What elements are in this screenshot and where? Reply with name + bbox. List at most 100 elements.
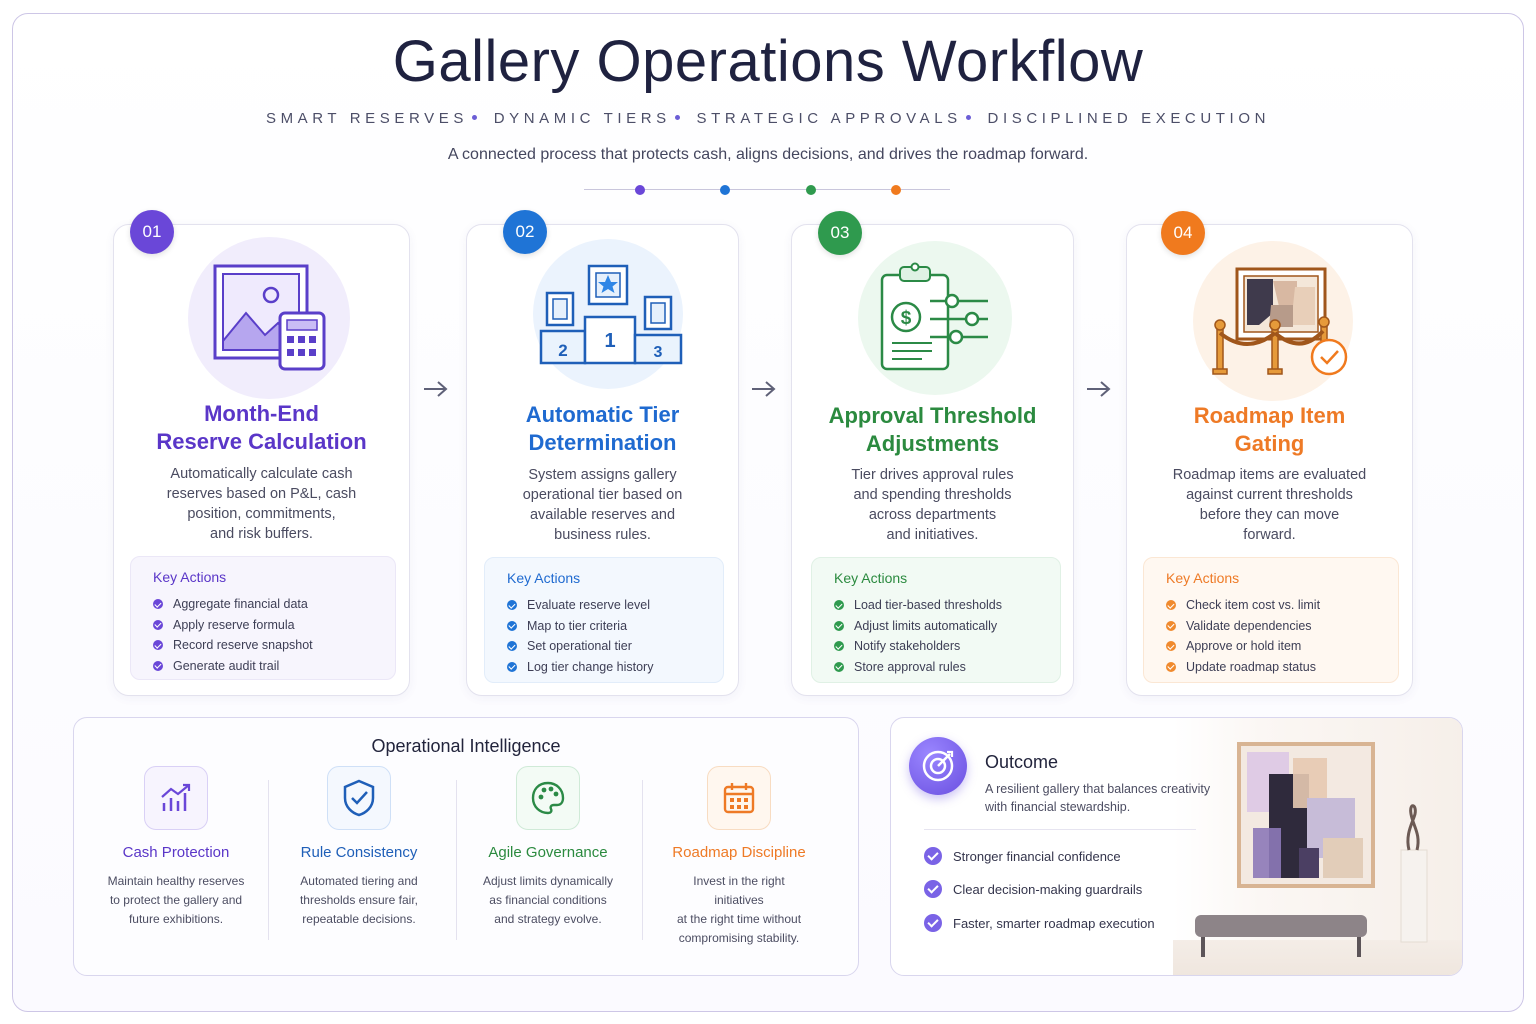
step-number-badge: 02 <box>503 210 547 254</box>
key-actions-panel: Key Actions Aggregate financial data App… <box>130 556 396 680</box>
page-title: Gallery Operations Workflow <box>392 29 1144 94</box>
intel-item-name: Cash Protection <box>122 844 230 861</box>
decorative-dot-line <box>584 182 950 198</box>
gated-artwork-icon <box>1212 267 1348 376</box>
subtitle-part: DYNAMIC TIERS <box>493 110 671 127</box>
check-icon <box>153 660 163 671</box>
action-item: Check item cost vs. limit <box>1166 595 1398 616</box>
intel-item-name: Roadmap Discipline <box>672 844 806 861</box>
check-icon <box>1166 600 1176 611</box>
outcome-description: A resilient gallery that balances creati… <box>985 782 1211 814</box>
action-item: Load tier-based thresholds <box>834 595 1060 616</box>
separator-dot <box>471 115 477 121</box>
action-item: Store approval rules <box>834 657 1060 678</box>
palette-icon <box>516 766 580 830</box>
outcome-panel <box>890 717 1463 976</box>
key-actions-panel: Key Actions Evaluate reserve level Map t… <box>484 557 724 683</box>
action-item: Evaluate reserve level <box>507 595 723 616</box>
target-icon <box>909 737 967 795</box>
action-item: Approve or hold item <box>1166 636 1398 657</box>
check-circle-icon <box>924 847 942 865</box>
arrow-right-icon <box>424 381 448 397</box>
orange-dot <box>891 185 901 195</box>
check-icon <box>834 661 844 672</box>
green-dot <box>806 185 816 195</box>
clipboard-sliders-icon: $ <box>880 262 988 371</box>
action-item: Aggregate financial data <box>153 594 395 615</box>
check-icon <box>507 661 517 672</box>
key-actions-label: Key Actions <box>1166 570 1240 586</box>
subtitle-part: STRATEGIC APPROVALS <box>696 110 962 127</box>
calendar-icon <box>707 766 771 830</box>
key-actions-panel: Key Actions Check item cost vs. limit Va… <box>1143 557 1399 683</box>
step-number-badge: 03 <box>818 211 862 255</box>
key-actions-panel: Key Actions Load tier-based thresholds A… <box>811 557 1061 683</box>
action-item: Adjust limits automatically <box>834 616 1060 637</box>
check-icon <box>1166 641 1176 652</box>
artwork-calculator-icon <box>213 264 326 371</box>
check-icon <box>834 641 844 652</box>
action-item: Set operational tier <box>507 636 723 657</box>
step-number-badge: 01 <box>130 210 174 254</box>
intel-item-name: Agile Governance <box>488 844 608 861</box>
separator-dot <box>965 115 971 121</box>
check-icon <box>153 599 163 610</box>
arrow-right-icon <box>1087 381 1111 397</box>
action-item: Map to tier criteria <box>507 616 723 637</box>
tagline: A connected process that protects cash, … <box>447 146 1089 163</box>
outcome-title: Outcome <box>985 752 1059 772</box>
key-actions-label: Key Actions <box>834 570 908 586</box>
action-item: Update roadmap status <box>1166 657 1398 678</box>
outcome-item: Faster, smarter roadmap execution <box>924 914 1155 932</box>
column-divider <box>642 780 643 940</box>
key-actions-label: Key Actions <box>507 570 581 586</box>
action-item: Log tier change history <box>507 657 723 678</box>
outcome-item: Stronger financial confidence <box>924 847 1121 865</box>
growth-chart-icon <box>144 766 208 830</box>
subtitle-part: SMART RESERVES <box>265 110 468 127</box>
action-item: Record reserve snapshot <box>153 635 395 656</box>
column-divider <box>456 780 457 940</box>
podium-label-2: 2 <box>558 341 567 360</box>
action-item: Validate dependencies <box>1166 616 1398 637</box>
gallery-scene-illustration <box>1173 718 1462 975</box>
podium-label-3: 3 <box>654 344 663 361</box>
divider <box>924 829 1196 830</box>
action-item: Apply reserve formula <box>153 615 395 636</box>
check-icon <box>507 600 517 611</box>
operational-intelligence-panel: Operational Intelligence <box>73 717 859 976</box>
separator-dot <box>674 115 680 121</box>
action-item: Notify stakeholders <box>834 636 1060 657</box>
podium-tiers-icon: 2 1 3 <box>539 264 683 365</box>
check-icon <box>1166 661 1176 672</box>
action-item: Generate audit trail <box>153 656 395 677</box>
check-icon <box>1166 620 1176 631</box>
check-circle-icon <box>924 880 942 898</box>
panel-title: Operational Intelligence <box>371 736 561 756</box>
page-subtitle: SMART RESERVES DYNAMIC TIERS STRATEGIC A… <box>0 110 1536 127</box>
check-circle-icon <box>924 914 942 932</box>
check-icon <box>153 619 163 630</box>
check-icon <box>153 640 163 651</box>
key-actions-label: Key Actions <box>153 569 227 585</box>
step-number-badge: 04 <box>1161 211 1205 255</box>
arrow-right-icon <box>752 381 776 397</box>
check-icon <box>507 620 517 631</box>
shield-check-icon <box>327 766 391 830</box>
